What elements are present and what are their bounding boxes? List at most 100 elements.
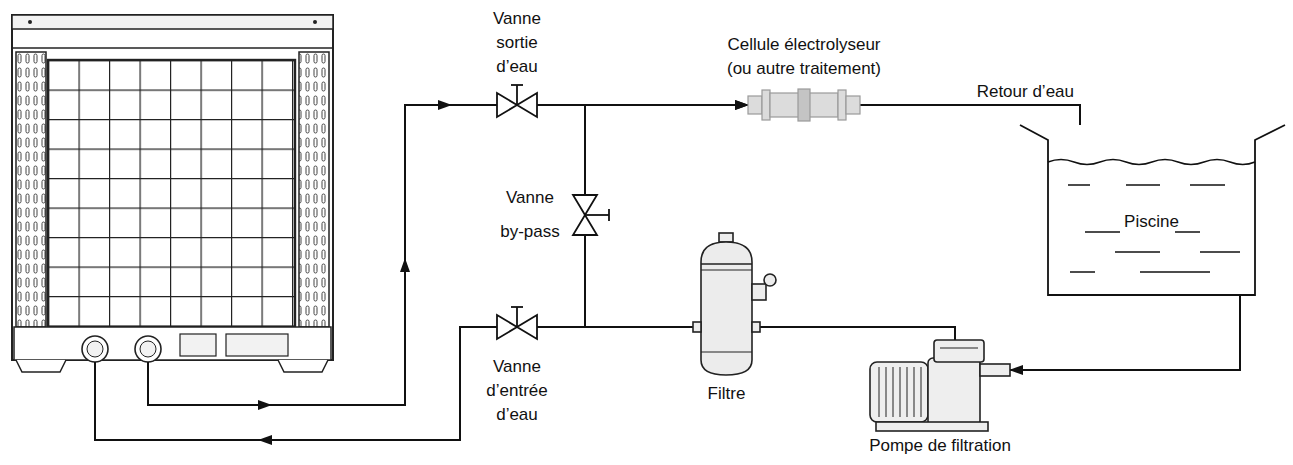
pool-shape-part-part xyxy=(1200,251,1240,253)
heat-pump-housing-part xyxy=(180,334,216,356)
pipe xyxy=(95,105,497,440)
pipe-connector xyxy=(585,105,748,195)
filtration-pump-shape-part-part xyxy=(921,367,922,417)
electrolyser-cell-shape xyxy=(748,89,860,121)
electrolyser-cell-shape-part xyxy=(798,89,810,121)
pool-shape-part-part xyxy=(1175,231,1200,233)
heat-pump-housing xyxy=(12,15,333,372)
heat-pump-housing-part xyxy=(135,336,161,362)
valve-symbol-shape xyxy=(497,315,537,339)
pipe-part xyxy=(148,105,497,405)
pool-shape-part-part xyxy=(1085,231,1120,233)
bypass-valve-symbol-shape-part xyxy=(573,195,597,215)
filtration-pump-shape-part-part xyxy=(900,367,901,417)
pipe-part xyxy=(95,327,497,440)
heat-pump-housing-part xyxy=(313,20,317,24)
heat-pump-housing-part xyxy=(16,52,46,327)
pool-shape-part-part xyxy=(1140,271,1210,273)
filtration-pump-shape-part-part xyxy=(907,367,908,417)
heat-pump-housing-part xyxy=(82,336,108,362)
edge-label: Retour d’eau xyxy=(975,82,1076,102)
heat-pump-housing-part xyxy=(140,341,156,357)
bypass-valve-symbol: Vanne by-pass xyxy=(573,195,597,235)
filtration-pump-shape-part xyxy=(980,364,1010,376)
node-label: Vanne d’entrée d’eau xyxy=(479,355,555,427)
filtration-pump-shape-part xyxy=(879,367,921,417)
electrolyser-cell-shape-part xyxy=(838,90,846,120)
filter-shape-part xyxy=(693,322,701,332)
heat-pump-housing-part xyxy=(278,360,328,372)
pipe-connector xyxy=(1010,295,1240,370)
valve-symbol-shape-part xyxy=(517,93,537,117)
filter-shape-part xyxy=(719,233,733,242)
filtration-pump-shape-part-part xyxy=(893,367,894,417)
bypass-valve-symbol-shape-part xyxy=(585,214,609,216)
flow-arrow-part xyxy=(400,258,410,272)
pool-shape-part-part xyxy=(1068,184,1090,186)
node-label: Cellule électrolyseur (ou autre traiteme… xyxy=(720,33,888,81)
node-label: Vanne sortie d’eau xyxy=(481,7,553,79)
filtration-pump-shape-part xyxy=(928,358,980,426)
pool-shape-part xyxy=(1048,160,1255,165)
heat-pump-housing-part xyxy=(226,334,288,356)
heat-pump-housing-part xyxy=(16,360,66,372)
filter-shape-part xyxy=(701,352,752,353)
electrolyser-cell-shape-part xyxy=(748,96,762,114)
heat-pump-housing-part xyxy=(12,47,333,49)
valve-symbol-shape-part xyxy=(511,306,523,308)
heat-pump-housing-part xyxy=(12,15,333,360)
filtration-pump-shape xyxy=(870,340,1010,432)
pool-shape-part xyxy=(1020,125,1285,295)
flow-arrow xyxy=(258,100,452,445)
valve-symbol-shape-part xyxy=(516,85,518,105)
valve-symbol-shape-part xyxy=(511,84,523,86)
valve-symbol: Vanne sortie d’eau xyxy=(497,93,537,117)
heat-pump-housing-part xyxy=(299,52,329,327)
filtration-pump-shape-part xyxy=(940,348,978,349)
heat-pump-housing-part xyxy=(12,15,333,29)
pool-shape-part-part xyxy=(1070,271,1095,273)
pool-shape-part-part xyxy=(1190,184,1225,186)
filter-shape-part xyxy=(701,263,752,264)
valve-symbol-shape-part xyxy=(497,315,517,339)
filtration-pump: Pompe de filtration xyxy=(870,340,1010,432)
pool-shape-part xyxy=(1068,185,1240,272)
filtration-pump-shape-part xyxy=(876,422,988,431)
bypass-valve-symbol-shape xyxy=(573,195,597,235)
valve-symbol-shape-part xyxy=(517,315,537,339)
filter-shape-part xyxy=(701,270,752,271)
flow-arrow-part xyxy=(438,100,452,110)
flow-arrow-part xyxy=(258,400,272,410)
filter-shape-part xyxy=(764,274,776,286)
valve-symbol-shape-part xyxy=(497,93,517,117)
pipe-connector xyxy=(760,327,955,340)
bypass-valve-symbol-shape-part xyxy=(608,209,610,221)
filter-shape-part xyxy=(752,284,766,300)
heat-pump-housing-part xyxy=(28,20,32,24)
pipe-connector xyxy=(585,235,693,327)
flow-arrow-part xyxy=(258,435,272,445)
node-label: Vanne by-pass xyxy=(497,181,563,249)
pool-shape-part-part xyxy=(1126,184,1160,186)
node-label: Filtre xyxy=(697,383,757,405)
electrolyser-cell: Cellule électrolyseur (ou autre traiteme… xyxy=(748,89,860,121)
heat-pump-housing-part xyxy=(14,327,331,360)
filter: Filtre xyxy=(693,240,760,375)
heat-pump-housing-part xyxy=(48,60,295,327)
filter-shape xyxy=(693,240,760,375)
filtration-pump-shape-part xyxy=(870,362,928,422)
pool: Piscine xyxy=(1048,148,1255,295)
electrolyser-cell-shape-part xyxy=(846,96,860,114)
valve-symbol-shape xyxy=(497,93,537,117)
bypass-valve-symbol-shape-part xyxy=(573,215,597,235)
valve-symbol: Vanne d’entrée d’eau xyxy=(497,315,537,339)
filtration-pump-shape-part-part xyxy=(914,367,915,417)
filtration-pump-shape-part xyxy=(934,340,984,362)
electrolyser-cell-shape-part xyxy=(762,90,770,120)
heat-pump-housing-part xyxy=(87,341,103,357)
valve-symbol-shape-part xyxy=(516,307,518,327)
filtration-pump-shape-part-part xyxy=(879,367,880,417)
node-label: Pompe de filtration xyxy=(855,436,1025,456)
filter-shape-part xyxy=(701,242,752,375)
